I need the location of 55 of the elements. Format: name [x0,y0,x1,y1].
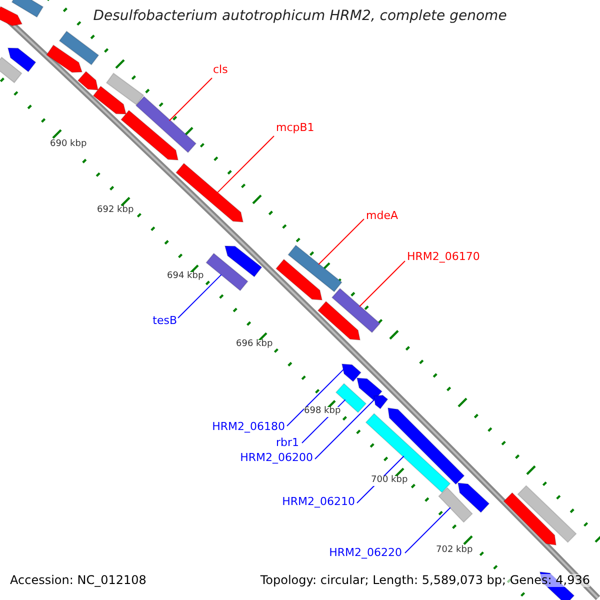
gene-segment [503,492,557,546]
gene-segment [7,47,36,72]
gene-segment [206,252,248,292]
tick-label: 698 kbp [304,407,341,417]
gene-label: mcpB1 [276,122,314,134]
leader-line [318,218,364,265]
gene-label: HRM2_06220 [329,547,402,560]
gene-label: cls [213,64,228,76]
tick-label: 690 kbp [50,140,87,150]
leader-line [216,136,274,194]
gene-segment [288,244,342,292]
leader-line [404,507,451,554]
gene-segment [175,162,244,223]
tick-label: 702 kbp [436,546,473,556]
gene-segment [317,300,361,341]
gene-segment [373,394,388,410]
gene-segment [331,288,381,334]
leader-line [178,274,222,318]
leader-line [359,260,406,307]
gene-label: HRM2_06170 [407,251,480,264]
gene-segment [46,44,83,73]
gene-segment [387,407,465,485]
gene-segment [457,482,490,514]
gene-segment [106,72,144,106]
gene-segment [92,86,127,115]
gene-segment [341,363,362,382]
gene-segment [0,56,22,84]
gene-label: HRM2_06200 [240,452,313,464]
gene-segment [77,70,99,91]
gene-label: mdeA [366,210,398,222]
tick-label: 696 kbp [236,340,273,350]
gene-segment [438,487,473,523]
tick-label: 694 kbp [167,272,204,282]
tick-label: 700 kbp [371,476,408,486]
title: Desulfobacterium autotrophicum HRM2, complete genome [92,9,508,24]
gene-segment [0,6,23,26]
footer-text: Topology: circular; Length: 5,589,073 bp; Genes: 4,936 [260,574,590,588]
gene-label: rbr1 [276,437,299,450]
gene-segment [517,485,577,543]
gene-segment [120,110,179,161]
gene-label: tesB [152,315,177,328]
leader-line [168,78,212,122]
gene-label: HRM2_06210 [282,496,355,508]
gene-label: HRM2_06180 [212,421,285,434]
leader-line [314,398,376,460]
tick-label: 692 kbp [97,206,134,216]
gene-segment [356,377,383,402]
gene-segment [135,96,197,154]
gene-segment [275,258,323,301]
leader-line [286,368,344,426]
gene-segment [11,0,44,18]
gene-segment [365,412,451,494]
gene-segment [58,30,100,66]
footer-text: Accession: NC_012108 [10,574,146,588]
gene-segment [224,245,262,278]
